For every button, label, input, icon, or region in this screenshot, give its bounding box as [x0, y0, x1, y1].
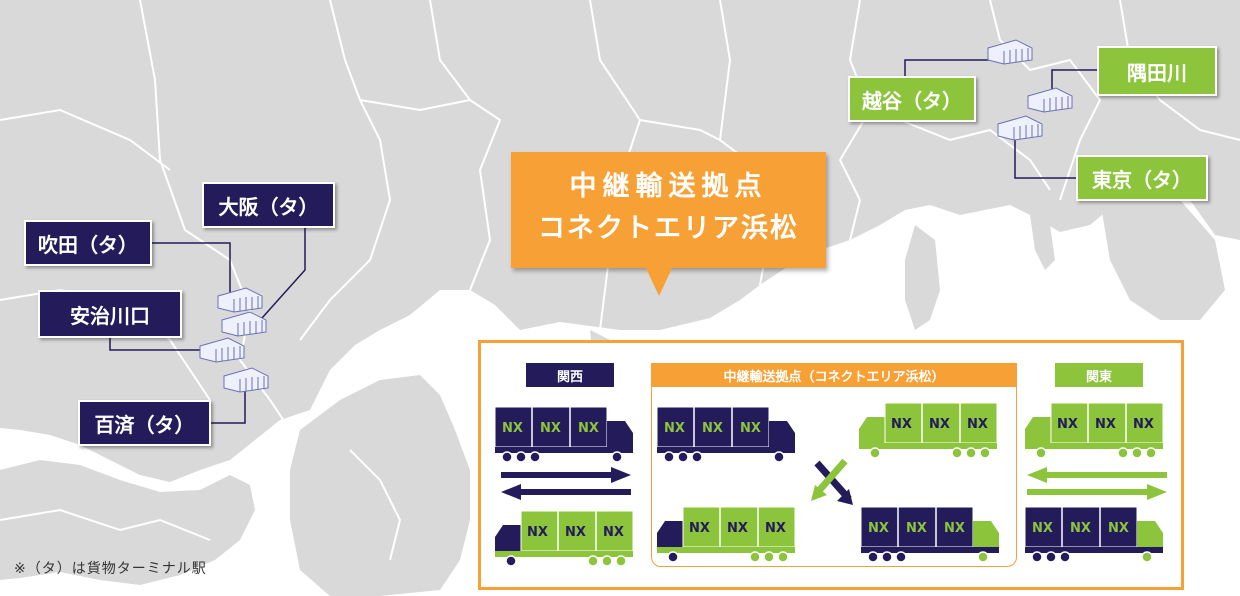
land-shikoku [0, 460, 255, 585]
truck-label: NX [1108, 521, 1129, 536]
truck-label: NX [740, 421, 761, 436]
land-miura [1030, 215, 1055, 270]
station-icon [221, 311, 267, 337]
truck-label: NX [891, 417, 912, 432]
truck-icon: NX NX NX [1024, 402, 1164, 459]
station-icon [1027, 87, 1073, 113]
station-label-ajikawaguchi: 安治川口 [38, 290, 182, 338]
truck-label: NX [578, 421, 599, 436]
callout-line-1: 中継輸送拠点 [569, 171, 768, 202]
station-label-koshigaya: 越谷（タ） [848, 76, 976, 122]
land-kii [290, 375, 470, 596]
truck-label: NX [527, 525, 548, 540]
truck-icon: NX NX NX [494, 510, 634, 567]
arrow-right-icon [1027, 484, 1167, 500]
truck-icon: NX NX NX [656, 506, 796, 563]
station-label-suita: 吹田（タ） [24, 220, 152, 266]
land-boso [1100, 185, 1225, 320]
callout-line-2: コネクトエリア浜松 [538, 213, 799, 244]
truck-label: NX [502, 421, 523, 436]
truck-label: NX [929, 417, 950, 432]
arrow-left-icon [1027, 467, 1167, 483]
truck-label: NX [906, 521, 927, 536]
station-label-sumidagawa: 隅田川 [1097, 46, 1217, 96]
land-izu [905, 225, 940, 330]
truck-icon: NX NX NX [860, 506, 1000, 563]
truck-label: NX [565, 525, 586, 540]
truck-label: NX [1133, 417, 1154, 432]
station-icon [223, 367, 269, 393]
station-icon [217, 287, 263, 313]
arrow-left-icon [501, 484, 631, 500]
truck-label: NX [664, 421, 685, 436]
truck-label: NX [540, 421, 561, 436]
truck-label: NX [689, 521, 710, 536]
callout-pointer [645, 266, 673, 296]
truck-label: NX [1032, 521, 1053, 536]
kanto-header: 関東 [1055, 363, 1143, 387]
swap-cross-icon [811, 458, 853, 505]
truck-icon: NX NX NX [858, 402, 998, 459]
truck-icon: NX NX NX [494, 406, 634, 463]
truck-label: NX [603, 525, 624, 540]
truck-label: NX [868, 521, 889, 536]
truck-label: NX [967, 417, 988, 432]
station-icon [987, 39, 1033, 65]
station-label-osaka: 大阪（タ） [202, 182, 335, 228]
relay-panel: 関西 中継輸送拠点（コネクトエリア浜松） 関東 [478, 340, 1184, 590]
station-label-tokyo: 東京（タ） [1076, 155, 1208, 201]
truck-label: NX [1095, 417, 1116, 432]
truck-label: NX [765, 521, 786, 536]
relay-diagram: NX NX NX NX NX NX NX NX NX NX [494, 402, 1167, 567]
truck-label: NX [1070, 521, 1091, 536]
arrow-right-icon [501, 467, 631, 483]
station-icon [199, 337, 245, 363]
truck-icon: NX NX NX [1024, 506, 1164, 563]
footnote: ※（タ）は貨物ターミナル駅 [14, 561, 207, 577]
truck-icon: NX NX NX [656, 406, 796, 463]
hub-header: 中継輸送拠点（コネクトエリア浜松） [651, 363, 1017, 387]
station-label-kudara: 百済（タ） [78, 400, 211, 446]
station-icon [997, 115, 1043, 141]
truck-label: NX [944, 521, 965, 536]
truck-label: NX [1057, 417, 1078, 432]
truck-label: NX [727, 521, 748, 536]
hub-callout: 中継輸送拠点 コネクトエリア浜松 [511, 152, 826, 268]
truck-label: NX [702, 421, 723, 436]
kansai-header: 関西 [526, 363, 614, 387]
